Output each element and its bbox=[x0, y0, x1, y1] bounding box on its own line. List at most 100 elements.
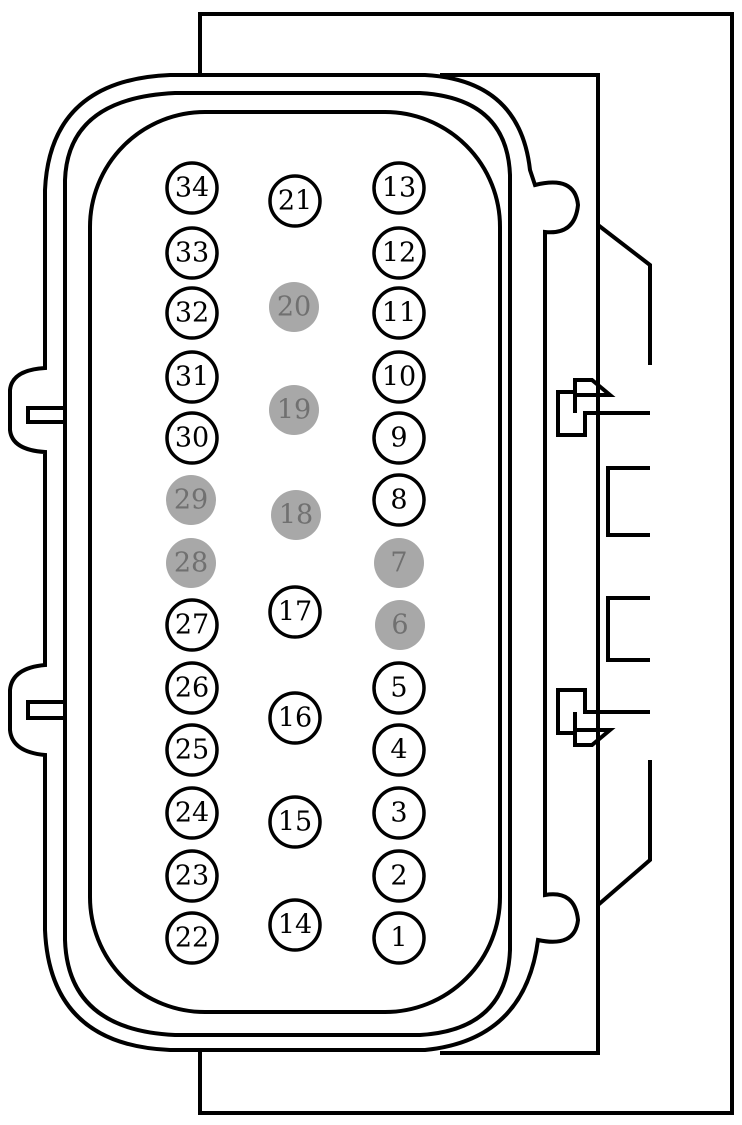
pin-20: 20 bbox=[269, 282, 319, 332]
pin-8: 8 bbox=[372, 473, 426, 527]
pin-circle bbox=[165, 161, 219, 215]
pin-number-label: 30 bbox=[175, 423, 209, 454]
pin-circle bbox=[269, 282, 319, 332]
pin-1: 1 bbox=[372, 911, 426, 965]
pin-number-label: 17 bbox=[278, 597, 312, 628]
pin-12: 12 bbox=[372, 226, 426, 280]
pin-22: 22 bbox=[165, 911, 219, 965]
pin-18: 18 bbox=[271, 490, 321, 540]
connector-right-housing bbox=[596, 223, 652, 907]
pin-circle bbox=[372, 411, 426, 465]
pin-19: 19 bbox=[269, 385, 319, 435]
pin-circle bbox=[165, 661, 219, 715]
pin-number-label: 15 bbox=[278, 807, 312, 838]
pin-5: 5 bbox=[372, 661, 426, 715]
pin-11: 11 bbox=[372, 286, 426, 340]
pin-number-label: 10 bbox=[382, 362, 416, 393]
pin-number-label: 25 bbox=[175, 735, 209, 766]
pin-13: 13 bbox=[372, 161, 426, 215]
connector-pin-cavity bbox=[88, 110, 502, 1014]
pin-number-label: 31 bbox=[175, 362, 209, 393]
pin-circle bbox=[165, 411, 219, 465]
pin-circle bbox=[165, 849, 219, 903]
pin-circle bbox=[372, 723, 426, 777]
pin-number-label: 29 bbox=[174, 485, 208, 516]
pin-circle bbox=[268, 898, 322, 952]
pin-circle bbox=[375, 600, 425, 650]
pin-number-label: 24 bbox=[175, 798, 209, 829]
pin-number-label: 1 bbox=[390, 923, 407, 954]
pin-circle bbox=[165, 226, 219, 280]
pin-number-label: 27 bbox=[175, 610, 209, 641]
pin-circle bbox=[268, 174, 322, 228]
pin-number-label: 18 bbox=[279, 500, 313, 531]
pin-circle bbox=[271, 490, 321, 540]
pin-circle bbox=[166, 475, 216, 525]
pin-26: 26 bbox=[165, 661, 219, 715]
pin-number-label: 23 bbox=[175, 861, 209, 892]
pin-15: 15 bbox=[268, 795, 322, 849]
pin-number-label: 11 bbox=[382, 298, 416, 329]
pin-circle bbox=[372, 786, 426, 840]
pin-number-label: 19 bbox=[277, 395, 311, 426]
pin-circle bbox=[166, 538, 216, 588]
pin-number-label: 4 bbox=[390, 735, 407, 766]
pin-24: 24 bbox=[165, 786, 219, 840]
pin-circle bbox=[165, 786, 219, 840]
pin-number-label: 34 bbox=[175, 173, 209, 204]
pin-27: 27 bbox=[165, 598, 219, 652]
pin-3: 3 bbox=[372, 786, 426, 840]
pin-circle bbox=[374, 538, 424, 588]
pin-circle bbox=[268, 691, 322, 745]
pin-group: 1234567891011121314151617181920212223242… bbox=[165, 161, 426, 965]
latch-top-right bbox=[556, 378, 650, 437]
pin-25: 25 bbox=[165, 723, 219, 777]
pin-23: 23 bbox=[165, 849, 219, 903]
pin-34: 34 bbox=[165, 161, 219, 215]
pin-circle bbox=[165, 911, 219, 965]
pin-number-label: 3 bbox=[390, 798, 407, 829]
pin-32: 32 bbox=[165, 286, 219, 340]
pin-circle bbox=[372, 849, 426, 903]
pin-number-label: 26 bbox=[175, 673, 209, 704]
pin-29: 29 bbox=[166, 475, 216, 525]
pin-circle bbox=[165, 286, 219, 340]
pin-circle bbox=[165, 723, 219, 777]
connector-back-inner-frame bbox=[440, 73, 600, 1055]
pin-number-label: 14 bbox=[278, 910, 312, 941]
pin-circle bbox=[372, 661, 426, 715]
latch-bottom-right bbox=[556, 688, 650, 747]
pin-number-label: 28 bbox=[174, 548, 208, 579]
pin-circle bbox=[372, 911, 426, 965]
pin-33: 33 bbox=[165, 226, 219, 280]
connector-side-tab-bottom bbox=[26, 700, 65, 720]
pin-circle bbox=[372, 473, 426, 527]
connector-side-tab-top bbox=[26, 406, 65, 424]
pin-2: 2 bbox=[372, 849, 426, 903]
pin-6: 6 bbox=[375, 600, 425, 650]
connector-outer-shell bbox=[8, 73, 581, 1052]
pin-21: 21 bbox=[268, 174, 322, 228]
pin-number-label: 20 bbox=[277, 292, 311, 323]
pin-4: 4 bbox=[372, 723, 426, 777]
pin-16: 16 bbox=[268, 691, 322, 745]
pin-30: 30 bbox=[165, 411, 219, 465]
pin-circle bbox=[372, 286, 426, 340]
pin-number-label: 21 bbox=[278, 186, 312, 217]
pin-number-label: 33 bbox=[175, 238, 209, 269]
pin-circle bbox=[165, 350, 219, 404]
pin-7: 7 bbox=[374, 538, 424, 588]
pin-number-label: 32 bbox=[175, 298, 209, 329]
connector-shell-inner-ring bbox=[63, 91, 512, 1037]
pin-number-label: 12 bbox=[382, 238, 416, 269]
pin-circle bbox=[372, 226, 426, 280]
pin-9: 9 bbox=[372, 411, 426, 465]
pin-number-label: 6 bbox=[391, 610, 408, 641]
pin-circle bbox=[268, 585, 322, 639]
pin-number-label: 7 bbox=[390, 548, 407, 579]
pin-14: 14 bbox=[268, 898, 322, 952]
pin-number-label: 16 bbox=[278, 703, 312, 734]
pin-17: 17 bbox=[268, 585, 322, 639]
pin-circle bbox=[268, 795, 322, 849]
